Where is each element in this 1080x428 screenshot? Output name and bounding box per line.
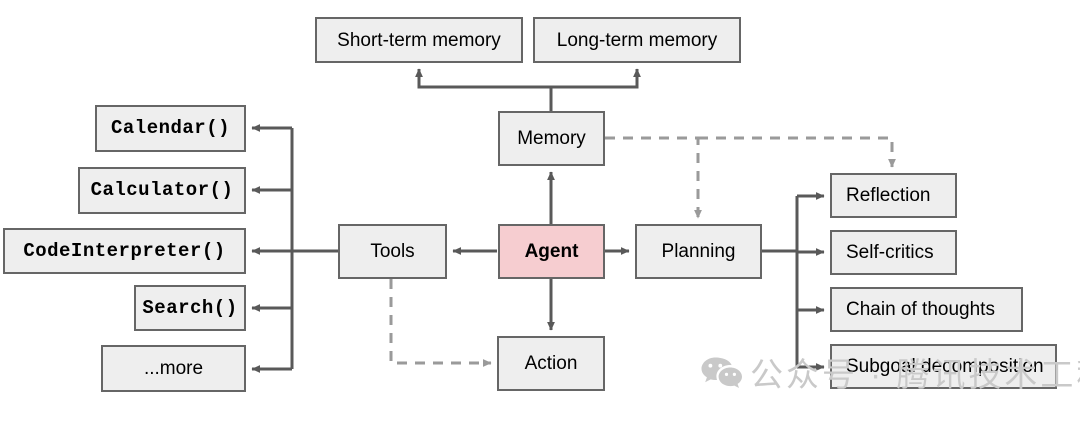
node-label: Subgoal decomposition	[846, 356, 1044, 377]
node-label: CodeInterpreter()	[23, 239, 226, 262]
wechat-logo-icon	[700, 356, 742, 392]
node-label: ...more	[143, 358, 204, 379]
node-self-critics[interactable]: Self-critics	[830, 230, 957, 275]
node-label: Action	[524, 353, 578, 374]
node-agent[interactable]: Agent	[498, 224, 605, 279]
node-calculator[interactable]: Calculator()	[78, 167, 246, 214]
node-action[interactable]: Action	[497, 336, 605, 391]
node-label: Search()	[142, 296, 238, 319]
edge-memory-short-term	[415, 68, 553, 111]
node-label: Chain of thoughts	[846, 299, 995, 320]
node-calendar[interactable]: Calendar()	[95, 105, 246, 152]
node-search[interactable]: Search()	[134, 285, 246, 331]
node-label: Long-term memory	[556, 29, 718, 51]
node-chain-of-thoughts[interactable]: Chain of thoughts	[830, 287, 1023, 332]
node-label: Agent	[524, 241, 579, 262]
edge-tools-action-dashed	[389, 279, 492, 367]
node-label: Calculator()	[90, 179, 234, 201]
node-label: Memory	[517, 128, 586, 149]
node-more[interactable]: ...more	[101, 345, 246, 392]
node-subgoal-decomposition[interactable]: Subgoal decomposition	[830, 344, 1057, 389]
node-tools[interactable]: Tools	[338, 224, 447, 279]
node-long-term-memory[interactable]: Long-term memory	[533, 17, 741, 63]
node-label: Short-term memory	[337, 29, 501, 51]
node-short-term-memory[interactable]: Short-term memory	[315, 17, 523, 63]
node-label: Reflection	[846, 185, 931, 206]
node-label: Calendar()	[110, 117, 231, 139]
edge-memory-planning-dashed	[605, 136, 702, 219]
node-memory[interactable]: Memory	[498, 111, 605, 166]
node-reflection[interactable]: Reflection	[830, 173, 957, 218]
node-planning[interactable]: Planning	[635, 224, 762, 279]
node-label: Planning	[661, 241, 736, 262]
edge-memory-long-term	[551, 68, 641, 89]
node-label: Tools	[370, 241, 415, 262]
edge-memory-reflection-dashed	[698, 136, 896, 168]
node-code-interpreter[interactable]: CodeInterpreter()	[3, 228, 246, 274]
node-label: Self-critics	[846, 242, 934, 263]
